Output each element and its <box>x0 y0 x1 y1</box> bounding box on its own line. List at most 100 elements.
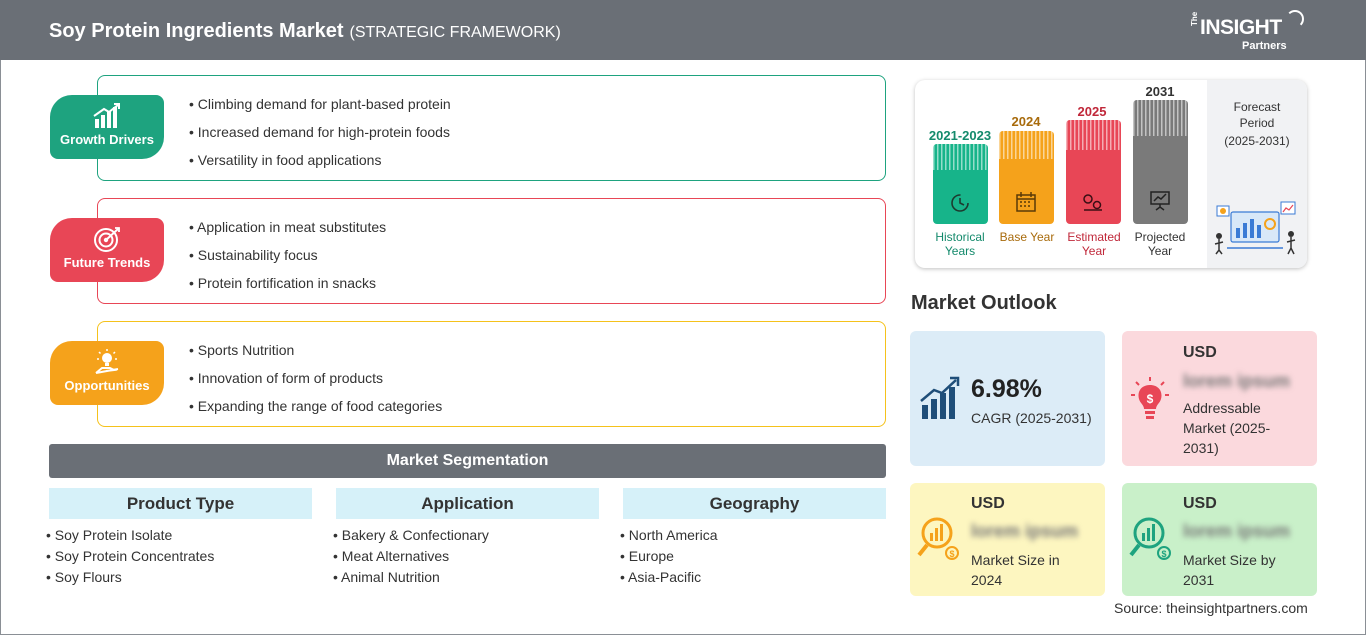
timeline-label: Projected Year <box>1134 230 1186 258</box>
bar-stripes <box>933 144 988 170</box>
segment-list: Bakery & Confectionary Meat Alternatives… <box>336 525 599 588</box>
size-2024-value-blurred: lorem ipsum <box>971 521 1079 541</box>
calendar-icon <box>1016 192 1036 212</box>
addressable-usd: USD <box>1183 344 1217 361</box>
segment-application: Application Bakery & Confectionary Meat … <box>336 488 599 588</box>
timeline-label: Historical Years <box>935 230 985 258</box>
segmentation-title: Market Segmentation <box>49 444 886 478</box>
magnifier-chart-icon: $ <box>917 517 959 560</box>
future-trends-badge: Future Trends <box>50 218 164 282</box>
list-item: Meat Alternatives <box>333 546 599 567</box>
timeline-year: 2031 <box>1145 84 1175 99</box>
title-subtitle: (STRATEGIC FRAMEWORK) <box>349 24 561 41</box>
list-item: Bakery & Confectionary <box>333 525 599 546</box>
cagr-card: 6.98% CAGR (2025-2031) <box>910 331 1105 466</box>
forecast-title: Forecast Period <box>1233 100 1281 130</box>
list-item: Innovation of form of products <box>189 368 442 396</box>
segment-product-type: Product Type Soy Protein Isolate Soy Pro… <box>49 488 312 588</box>
list-item: Europe <box>620 546 886 567</box>
market-size-2024-card: $ USD lorem ipsum Market Size in 2024 <box>910 483 1105 596</box>
header-bar: Soy Protein Ingredients Market (STRATEGIC… <box>0 0 1366 60</box>
forecast-period-text: Forecast Period (2025-2031) <box>1215 99 1299 149</box>
size-2031-label: Market Size by 2031 <box>1183 552 1276 588</box>
list-item: Increased demand for high-protein foods <box>189 122 451 150</box>
timeline-bar-historical <box>933 144 988 224</box>
bar-stripes <box>1133 100 1188 136</box>
opportunities-badge: Opportunities <box>50 341 164 405</box>
segment-list: Soy Protein Isolate Soy Protein Concentr… <box>49 525 312 588</box>
logo-arc-icon <box>1286 10 1304 28</box>
lightbulb-hand-icon <box>95 349 119 374</box>
opportunities-list: Sports Nutrition Innovation of form of p… <box>189 340 442 424</box>
list-item: North America <box>620 525 886 546</box>
badge-label: Growth Drivers <box>60 132 154 147</box>
timeline-bar-projected <box>1133 100 1188 224</box>
list-item: Sustainability focus <box>189 245 386 273</box>
size-2024-label: Market Size in 2024 <box>971 552 1060 588</box>
timeline-year: 2021-2023 <box>928 128 992 143</box>
timeline-label: Base Year <box>999 230 1055 244</box>
timeline-year: 2024 <box>1011 114 1041 129</box>
future-trends-panel: Application in meat substitutes Sustaina… <box>97 198 886 304</box>
svg-text:$: $ <box>949 549 954 559</box>
source-citation[interactable]: Source: theinsightpartners.com <box>1114 600 1308 616</box>
bar-chart-growth-icon <box>93 103 120 128</box>
size-2031-usd: USD <box>1183 495 1217 512</box>
list-item: Soy Protein Isolate <box>46 525 312 546</box>
segment-geography: Geography North America Europe Asia-Paci… <box>623 488 886 588</box>
timeline-bar-estimated <box>1066 120 1121 224</box>
analyst-dashboard-illustration <box>1214 201 1296 255</box>
logo-main: INSIGHT <box>1200 16 1282 39</box>
logo-the: The <box>1190 11 1199 26</box>
segment-heading: Geography <box>623 488 886 519</box>
logo-sub: Partners <box>1242 40 1287 52</box>
title-text: Soy Protein Ingredients Market <box>49 20 344 42</box>
svg-text:$: $ <box>1161 549 1166 559</box>
bar-stripes <box>999 131 1054 159</box>
growth-drivers-panel: Climbing demand for plant-based protein … <box>97 75 886 181</box>
list-item: Protein fortification in snacks <box>189 273 386 301</box>
list-item: Soy Protein Concentrates <box>46 546 312 567</box>
future-trends-list: Application in meat substitutes Sustaina… <box>189 217 386 301</box>
list-item: Climbing demand for plant-based protein <box>189 94 451 122</box>
size-2024-usd: USD <box>971 495 1005 512</box>
gears-icon <box>1083 194 1102 211</box>
addressable-value-blurred: lorem ipsum <box>1183 371 1291 391</box>
opportunities-panel: Sports Nutrition Innovation of form of p… <box>97 321 886 427</box>
forecast-range: (2025-2031) <box>1224 134 1290 148</box>
size-2031-value-blurred: lorem ipsum <box>1183 521 1291 541</box>
timeline-label: Estimated Year <box>1067 230 1121 258</box>
list-item: Soy Flours <box>46 567 312 588</box>
timeline-year: 2025 <box>1077 104 1107 119</box>
svg-text:$: $ <box>1147 392 1154 406</box>
clock-history-icon <box>951 194 969 212</box>
list-item: Application in meat substitutes <box>189 217 386 245</box>
page-title: Soy Protein Ingredients Market (STRATEGIC… <box>49 20 561 43</box>
addressable-label: Addressable Market (2025-2031) <box>1183 400 1271 456</box>
list-item: Sports Nutrition <box>189 340 442 368</box>
presentation-icon <box>1150 191 1170 211</box>
target-icon <box>94 227 120 252</box>
growth-drivers-list: Climbing demand for plant-based protein … <box>189 94 451 178</box>
timeline-bar-base <box>999 131 1054 224</box>
bar-stripes <box>1066 120 1121 150</box>
market-size-2031-card: $ USD lorem ipsum Market Size by 2031 <box>1122 483 1317 596</box>
badge-label: Future Trends <box>63 255 151 270</box>
bar-chart-growth-icon <box>920 376 960 419</box>
magnifier-chart-icon: $ <box>1129 517 1171 560</box>
list-item: Expanding the range of food categories <box>189 396 442 424</box>
segment-heading: Product Type <box>49 488 312 519</box>
timeline-panel: 2021-2023 Historical Years 2024 Base Yea… <box>915 80 1307 268</box>
addressable-market-card: $ USD lorem ipsum Addressable Market (20… <box>1122 331 1317 466</box>
market-outlook-title: Market Outlook <box>911 292 1057 314</box>
insight-partners-logo[interactable]: The INSIGHT Partners <box>1190 10 1310 54</box>
list-item: Versatility in food applications <box>189 150 451 178</box>
cagr-label: CAGR (2025-2031) <box>971 410 1092 426</box>
segment-list: North America Europe Asia-Pacific <box>623 525 886 588</box>
list-item: Asia-Pacific <box>620 567 886 588</box>
badge-label: Opportunities <box>64 378 150 393</box>
cagr-value: 6.98% <box>971 375 1042 403</box>
lightbulb-dollar-icon: $ <box>1131 377 1169 419</box>
list-item: Animal Nutrition <box>333 567 599 588</box>
segment-heading: Application <box>336 488 599 519</box>
